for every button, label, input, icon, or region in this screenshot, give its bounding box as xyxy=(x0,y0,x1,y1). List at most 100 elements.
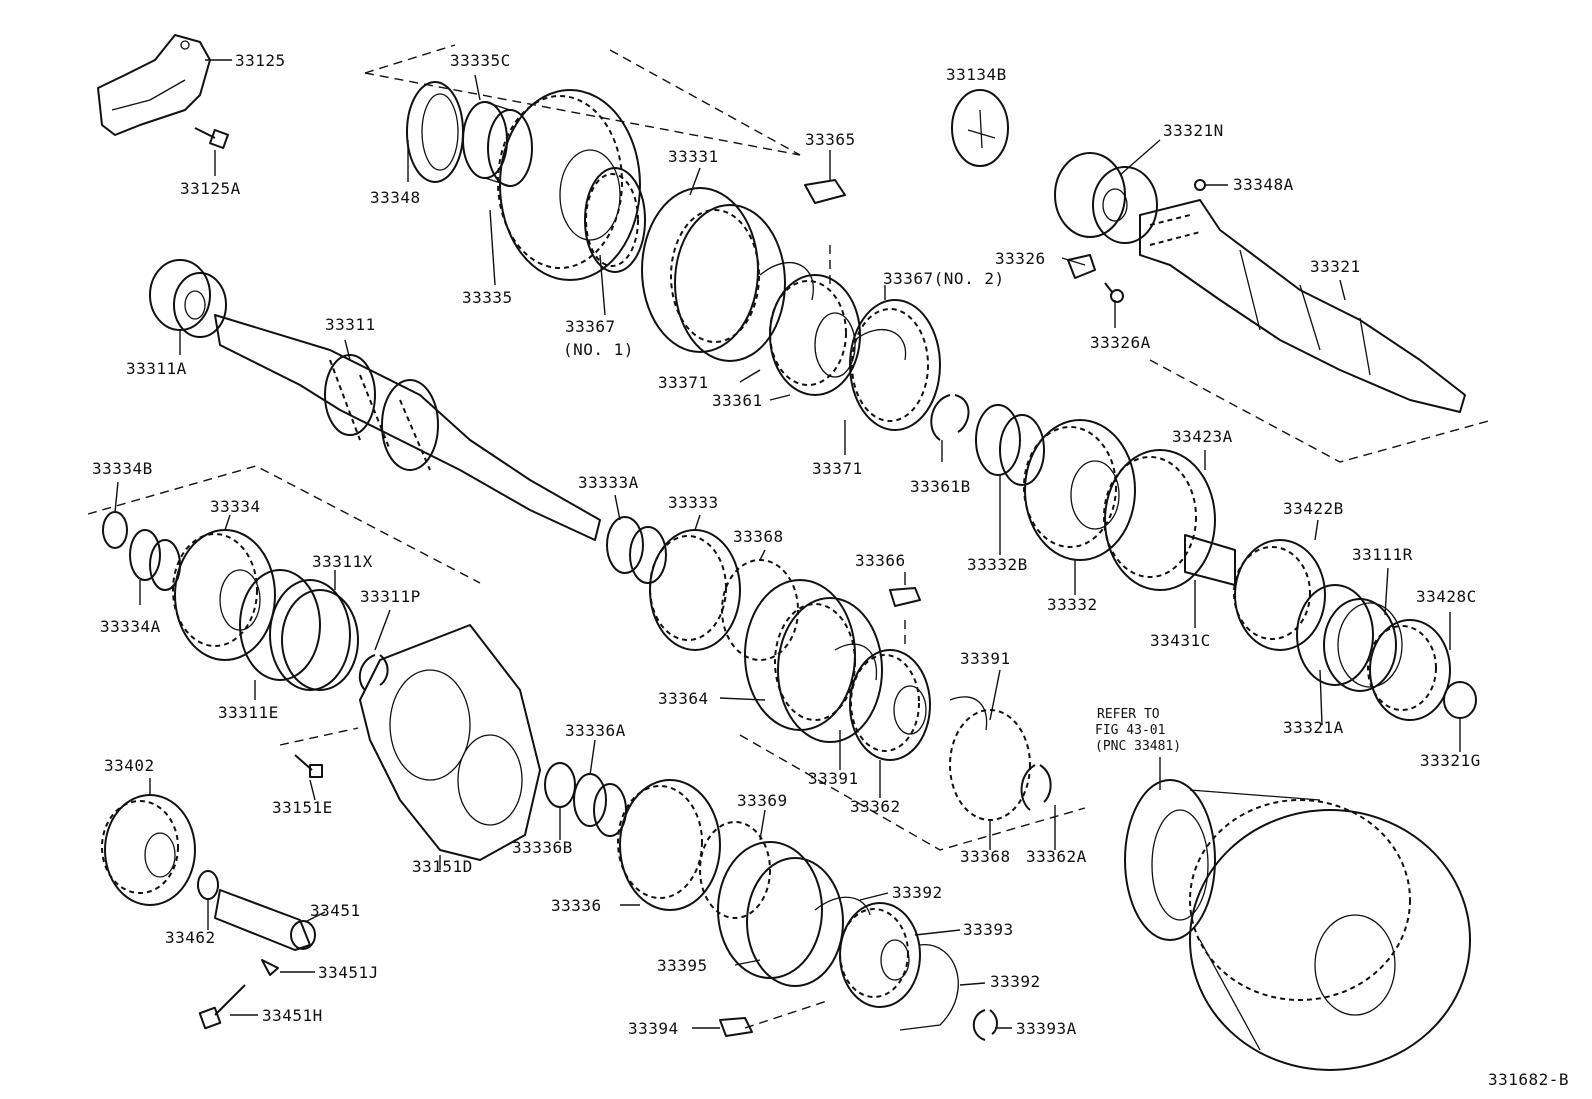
label-33125: 33125 xyxy=(235,51,286,70)
reference-gear-43-01 xyxy=(1124,779,1471,1071)
label-33368-b: 33368 xyxy=(960,847,1011,866)
rings-33371 xyxy=(759,261,907,361)
label-33336B: 33336B xyxy=(512,838,573,857)
snap-ring-33362A xyxy=(1020,764,1052,811)
part-drawings xyxy=(97,34,1477,1071)
label-33391-a: 33391 xyxy=(808,769,859,788)
label-33392-b: 33392 xyxy=(990,972,1041,991)
hub-33362 xyxy=(849,649,931,761)
bearing-33333A xyxy=(606,516,667,584)
shaft-33321 xyxy=(1139,199,1466,413)
sleeve-33364 xyxy=(744,579,883,743)
ring-33369 xyxy=(699,821,771,919)
ring-33367-no1 xyxy=(584,167,646,273)
label-33125A: 33125A xyxy=(180,179,241,198)
label-33335C: 33335C xyxy=(450,51,511,70)
label-33336A: 33336A xyxy=(565,721,626,740)
label-33334B: 33334B xyxy=(92,459,153,478)
label-33371-b: 33371 xyxy=(812,459,863,478)
label-33334A: 33334A xyxy=(100,617,161,636)
ring-33348 xyxy=(406,81,464,183)
cap-33134B xyxy=(951,89,1009,167)
label-33321G: 33321G xyxy=(1420,751,1481,770)
gear-33333 xyxy=(649,529,741,651)
label-33367-no2: 33367(NO. 2) xyxy=(883,269,1005,288)
label-33366: 33366 xyxy=(855,551,906,570)
clip-33451J xyxy=(261,959,279,976)
label-33336: 33336 xyxy=(551,896,602,915)
label-33332: 33332 xyxy=(1047,595,1098,614)
label-33428C: 33428C xyxy=(1416,587,1477,606)
label-33311A: 33311A xyxy=(126,359,187,378)
label-33451: 33451 xyxy=(310,901,361,920)
label-33348A: 33348A xyxy=(1233,175,1294,194)
plate-33326 xyxy=(1067,254,1096,279)
gear-33423A xyxy=(1103,449,1216,591)
label-33311E: 33311E xyxy=(218,703,279,722)
label-33321: 33321 xyxy=(1310,257,1361,276)
snap-ring-33311P xyxy=(358,654,389,691)
ring-33334B xyxy=(102,511,128,549)
label-33134B: 33134B xyxy=(946,65,1007,84)
nut-33321G xyxy=(1443,681,1477,719)
label-33326: 33326 xyxy=(995,249,1046,268)
hub-33393 xyxy=(839,902,921,1008)
label-33451H: 33451H xyxy=(262,1006,323,1025)
label-33331: 33331 xyxy=(668,147,719,166)
label-33335: 33335 xyxy=(462,288,513,307)
gear-33422B xyxy=(1233,539,1326,651)
label-33333: 33333 xyxy=(668,493,719,512)
label-33395: 33395 xyxy=(657,956,708,975)
ring-33368-upper xyxy=(721,559,799,661)
sleeve-33395 xyxy=(717,841,844,987)
label-33462: 33462 xyxy=(165,928,216,947)
label-33111R: 33111R xyxy=(1352,545,1413,564)
ball-33348A xyxy=(1194,179,1206,191)
hub-33361 xyxy=(769,274,861,396)
ring-33367-no2 xyxy=(849,299,941,431)
rings-33391 xyxy=(834,643,988,731)
label-33348: 33348 xyxy=(370,188,421,207)
label-33367-no1: 33367 xyxy=(565,317,616,336)
label-33361: 33361 xyxy=(712,391,763,410)
reference-note-line2: FIG 43-01 xyxy=(1095,723,1165,738)
bearing-33336A xyxy=(573,773,627,837)
gear-33332 xyxy=(1023,419,1136,561)
label-33393: 33393 xyxy=(963,920,1014,939)
reference-note-line3: (PNC 33481) xyxy=(1095,739,1181,754)
key-33394 xyxy=(719,1017,753,1037)
gear-33334 xyxy=(172,529,276,661)
label-33367-no1-sub: (NO. 1) xyxy=(563,340,634,359)
snap-ring-33361B xyxy=(930,394,970,441)
bolt-33451H xyxy=(198,984,246,1030)
snap-ring-33393A xyxy=(972,1009,998,1041)
gear-33402 xyxy=(101,794,196,906)
label-33362A: 33362A xyxy=(1026,847,1087,866)
label-33371-a: 33371 xyxy=(658,373,709,392)
label-33422B: 33422B xyxy=(1283,499,1344,518)
label-33362: 33362 xyxy=(850,797,901,816)
bearing-33321N xyxy=(1054,152,1158,244)
ring-33311X xyxy=(281,589,359,691)
ring-33368-lower xyxy=(949,709,1031,821)
label-33311: 33311 xyxy=(325,315,376,334)
part-labels: 33125 33125A 33335C 33348 33335 33331 33… xyxy=(92,51,1569,1089)
label-33321N: 33321N xyxy=(1163,121,1224,140)
label-33365: 33365 xyxy=(805,130,856,149)
figure-code: 331682-B xyxy=(1488,1070,1569,1089)
bearing-33332B xyxy=(975,404,1045,486)
gear-33335 xyxy=(497,89,641,281)
label-33151D: 33151D xyxy=(412,857,473,876)
label-33326A: 33326A xyxy=(1090,333,1151,352)
key-33365 xyxy=(804,179,846,204)
ring-33111R xyxy=(1337,602,1403,688)
assembly-boundaries xyxy=(87,44,1493,1029)
gear-33336 xyxy=(617,779,721,911)
label-33393A: 33393A xyxy=(1016,1019,1077,1038)
bracket-33125 xyxy=(97,34,211,136)
bolt-33125A xyxy=(194,127,229,149)
sleeve-33311E xyxy=(239,569,351,691)
label-33334: 33334 xyxy=(210,497,261,516)
label-33311X: 33311X xyxy=(312,552,373,571)
